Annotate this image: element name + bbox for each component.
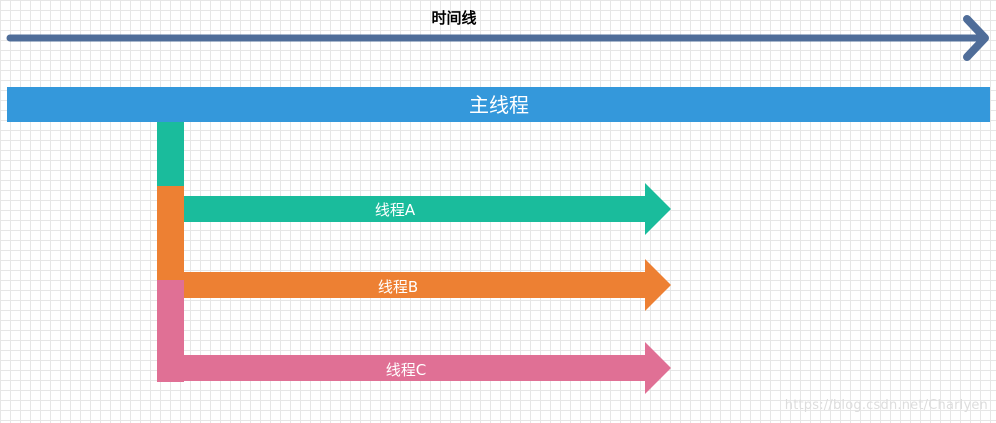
thread-a-label: 线程A	[375, 201, 416, 219]
thread-b-vertical	[157, 186, 184, 280]
main-thread-label: 主线程	[469, 93, 529, 117]
main-thread-bar	[7, 87, 990, 122]
thread-b: 线程B	[157, 186, 671, 311]
watermark-text: https://blog.csdn.net/Charlyen	[784, 398, 988, 413]
thread-b-label: 线程B	[378, 278, 418, 296]
thread-a: 线程A	[157, 122, 671, 235]
timeline-arrow	[6, 15, 989, 61]
thread-a-arrow	[184, 183, 671, 235]
thread-b-arrow	[157, 259, 671, 311]
thread-a-vertical	[157, 122, 184, 186]
thread-c: 线程C	[157, 280, 671, 394]
thread-c-label: 线程C	[386, 361, 426, 379]
timeline-label: 时间线	[431, 9, 476, 27]
timeline-arrowhead	[963, 15, 989, 61]
thread-c-arrow	[157, 342, 671, 394]
